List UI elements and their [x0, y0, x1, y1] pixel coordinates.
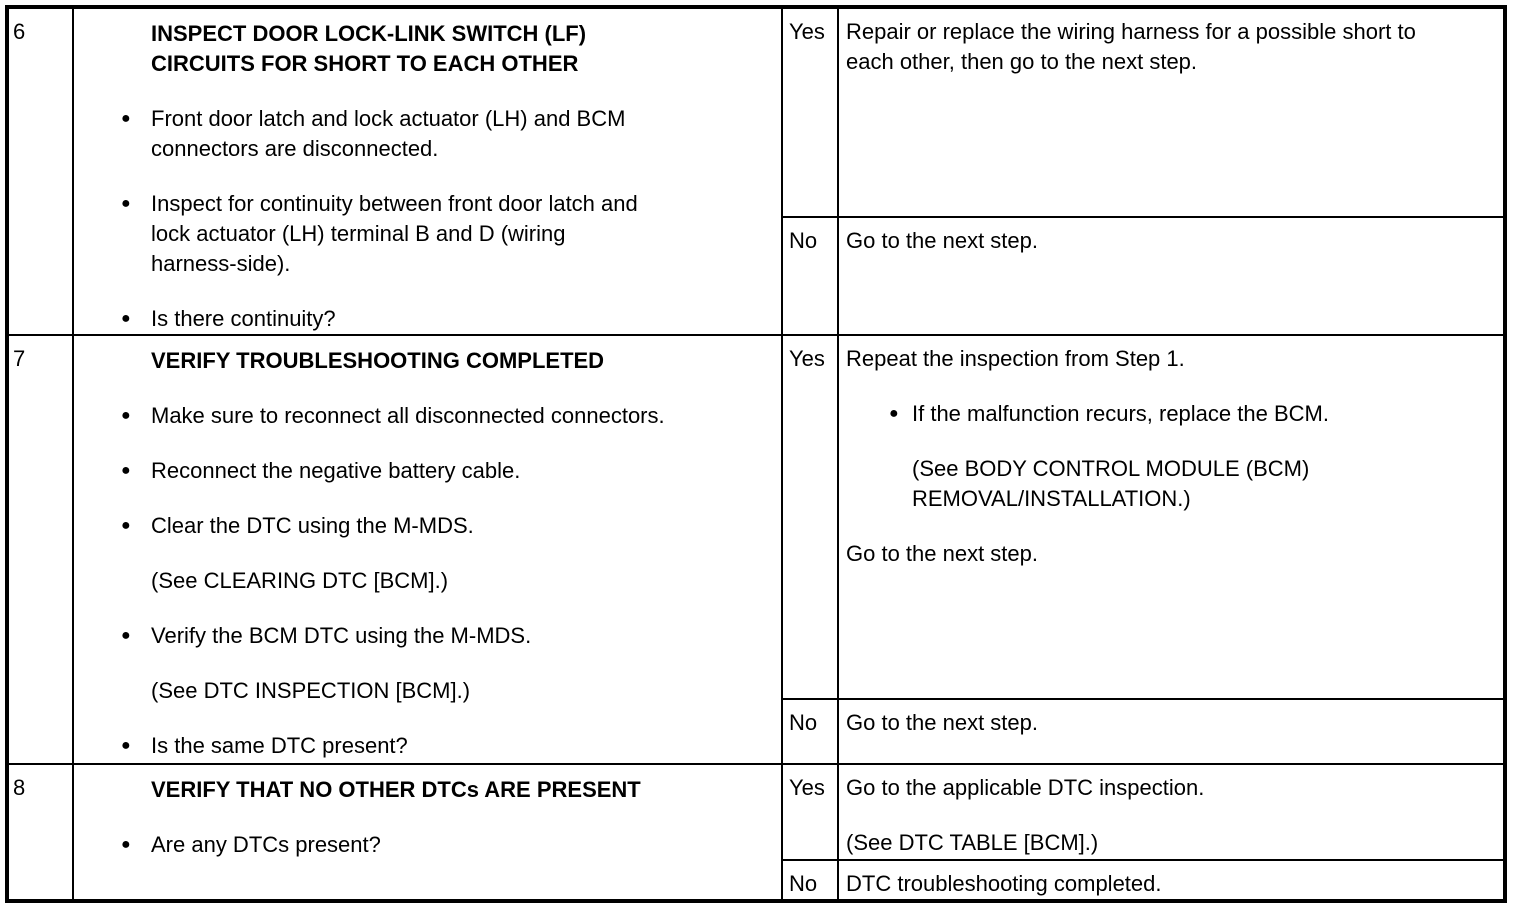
list-item: ● Clear the DTC using the M-MDS.: [74, 511, 773, 541]
action-cell: Repeat the inspection from Step 1. ● If …: [839, 336, 1503, 698]
troubleshooting-table: 6 INSPECT DOOR LOCK-LINK SWITCH (LF) CIR…: [5, 5, 1507, 903]
procedure-cell: INSPECT DOOR LOCK-LINK SWITCH (LF) CIRCU…: [74, 9, 783, 334]
bullet-text: Make sure to reconnect all disconnected …: [151, 403, 665, 428]
procedure-cell: VERIFY TROUBLESHOOTING COMPLETED ● Make …: [74, 336, 783, 763]
result-row-no: No DTC troubleshooting completed.: [783, 859, 1503, 899]
note-text: (See BODY CONTROL MODULE (BCM) REMOVAL/I…: [912, 456, 1310, 511]
bullet-icon: ●: [121, 517, 131, 534]
bullet-text: Clear the DTC using the M-MDS.: [151, 513, 474, 538]
list-item: ● Reconnect the negative battery cable.: [74, 456, 773, 486]
step-number: 7: [13, 346, 26, 371]
table-row: 6 INSPECT DOOR LOCK-LINK SWITCH (LF) CIR…: [9, 9, 1503, 334]
list-item: ● If the malfunction recurs, replace the…: [846, 399, 1495, 429]
bullet-icon: ●: [121, 737, 131, 754]
answer-cell: Yes: [783, 336, 839, 698]
answer-cell: No: [783, 218, 839, 334]
procedure-title: VERIFY TROUBLESHOOTING COMPLETED: [151, 348, 605, 373]
result-row-no: No Go to the next step.: [783, 216, 1503, 334]
action-cell: Go to the applicable DTC inspection. (Se…: [839, 765, 1503, 859]
step-number: 6: [13, 19, 26, 44]
list-item: ● Verify the BCM DTC using the M-MDS.: [74, 621, 773, 651]
action-text: (See DTC TABLE [BCM].): [846, 830, 1099, 855]
procedure-title: VERIFY THAT NO OTHER DTCs ARE PRESENT: [151, 777, 641, 802]
bullet-text: Is there continuity?: [151, 306, 336, 331]
results-column: Yes Repair or replace the wiring harness…: [783, 9, 1503, 334]
result-row-yes: Yes Repeat the inspection from Step 1. ●…: [783, 336, 1503, 698]
action-cell: Repair or replace the wiring harness for…: [839, 9, 1503, 216]
page: { "colors": { "border": "#000000", "text…: [0, 5, 1520, 913]
answer-label: Yes: [789, 19, 825, 44]
step-number-cell: 7: [9, 336, 74, 763]
results-column: Yes Go to the applicable DTC inspection.…: [783, 765, 1503, 899]
result-row-yes: Yes Go to the applicable DTC inspection.…: [783, 765, 1503, 859]
bullet-icon: ●: [889, 405, 899, 422]
list-item: ● Are any DTCs present?: [74, 830, 773, 860]
bullet-icon: ●: [121, 195, 131, 212]
answer-label: No: [789, 710, 818, 735]
answer-cell: Yes: [783, 765, 839, 859]
answer-label: Yes: [789, 346, 825, 371]
table-row: 8 VERIFY THAT NO OTHER DTCs ARE PRESENT …: [9, 763, 1503, 899]
note-text: (See DTC INSPECTION [BCM].): [151, 678, 471, 703]
bullet-text: Inspect for continuity between front doo…: [151, 191, 638, 276]
action-text: DTC troubleshooting completed.: [846, 871, 1162, 896]
action-cell: Go to the next step.: [839, 218, 1503, 334]
procedure-title: INSPECT DOOR LOCK-LINK SWITCH (LF) CIRCU…: [151, 21, 587, 76]
bullet-text: Is the same DTC present?: [151, 733, 408, 758]
action-text: Go to the next step.: [846, 710, 1039, 735]
bullet-text: Front door latch and lock actuator (LH) …: [151, 106, 626, 161]
action-cell: DTC troubleshooting completed.: [839, 861, 1503, 899]
note-text: (See CLEARING DTC [BCM].): [151, 568, 449, 593]
list-item: ● Is the same DTC present?: [74, 731, 773, 761]
bullet-text: Verify the BCM DTC using the M-MDS.: [151, 623, 532, 648]
bullet-icon: ●: [121, 627, 131, 644]
action-cell: Go to the next step.: [839, 700, 1503, 763]
action-text: Repair or replace the wiring harness for…: [846, 19, 1416, 74]
answer-cell: No: [783, 861, 839, 899]
answer-label: Yes: [789, 775, 825, 800]
answer-cell: Yes: [783, 9, 839, 216]
bullet-icon: ●: [121, 462, 131, 479]
action-text: Go to the applicable DTC inspection.: [846, 775, 1205, 800]
bullet-icon: ●: [121, 836, 131, 853]
result-row-no: No Go to the next step.: [783, 698, 1503, 763]
answer-label: No: [789, 228, 818, 253]
bullet-icon: ●: [121, 110, 131, 127]
results-column: Yes Repeat the inspection from Step 1. ●…: [783, 336, 1503, 763]
bullet-text: Are any DTCs present?: [151, 832, 381, 857]
bullet-icon: ●: [121, 310, 131, 327]
bullet-text: If the malfunction recurs, replace the B…: [912, 401, 1329, 426]
list-item: ● Inspect for continuity between front d…: [74, 189, 773, 279]
list-item: ● Make sure to reconnect all disconnecte…: [74, 401, 773, 431]
step-number-cell: 8: [9, 765, 74, 899]
list-item: ● Is there continuity?: [74, 304, 773, 334]
step-number: 8: [13, 775, 26, 800]
table-row: 7 VERIFY TROUBLESHOOTING COMPLETED ● Mak…: [9, 334, 1503, 763]
list-item: ● Front door latch and lock actuator (LH…: [74, 104, 773, 164]
step-number-cell: 6: [9, 9, 74, 334]
answer-cell: No: [783, 700, 839, 763]
action-text: Go to the next step.: [846, 541, 1039, 566]
action-text: Go to the next step.: [846, 228, 1039, 253]
action-text: Repeat the inspection from Step 1.: [846, 346, 1185, 371]
bullet-icon: ●: [121, 407, 131, 424]
answer-label: No: [789, 871, 818, 896]
result-row-yes: Yes Repair or replace the wiring harness…: [783, 9, 1503, 216]
bullet-text: Reconnect the negative battery cable.: [151, 458, 521, 483]
procedure-cell: VERIFY THAT NO OTHER DTCs ARE PRESENT ● …: [74, 765, 783, 899]
